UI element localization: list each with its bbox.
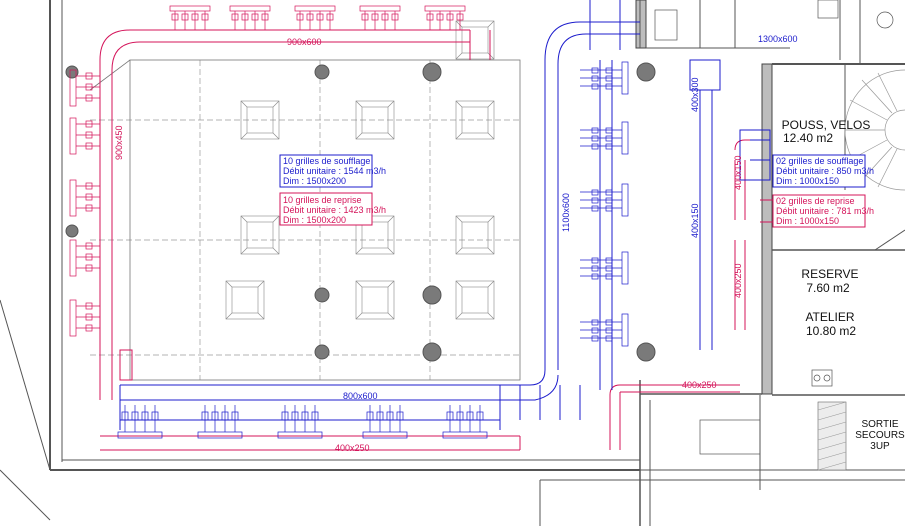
supply-grilles-bottom bbox=[117, 405, 488, 439]
supply-grilles-riser bbox=[580, 61, 629, 347]
exit-label-line-2: SECOURS bbox=[855, 430, 905, 441]
supply-grille bbox=[580, 183, 629, 217]
exit-label-line-1: SORTIE bbox=[861, 419, 898, 430]
supply-ductwork bbox=[119, 0, 771, 430]
room-atelier-name: ATELIER bbox=[805, 310, 854, 324]
column bbox=[636, 342, 656, 362]
column bbox=[422, 342, 442, 362]
return-ductwork bbox=[99, 29, 860, 451]
room-pouss-area: 12.40 m2 bbox=[783, 131, 833, 145]
column bbox=[422, 62, 442, 82]
return-grille bbox=[69, 179, 100, 217]
column bbox=[314, 287, 330, 303]
emergency-exit-hatch bbox=[817, 401, 847, 471]
side-return-line-2: Débit unitaire : 781 m3/h bbox=[776, 206, 874, 216]
exit-label-line-3: 3UP bbox=[870, 441, 890, 452]
return-grille bbox=[69, 239, 100, 277]
structural-columns bbox=[65, 62, 656, 362]
return-grilles-top bbox=[169, 5, 466, 30]
stair-icon bbox=[844, 69, 905, 191]
column bbox=[65, 65, 79, 79]
side-return-line-3: Dim : 1000x150 bbox=[776, 216, 839, 226]
side-supply-info-box: 02 grilles de soufflage Débit unitaire :… bbox=[772, 154, 874, 188]
return-grille bbox=[169, 5, 211, 30]
supply-grille bbox=[117, 405, 163, 439]
equipment-icons bbox=[654, 0, 894, 455]
return-grille bbox=[69, 69, 100, 107]
supply-grille bbox=[277, 405, 323, 439]
column bbox=[314, 64, 330, 80]
duct-label-900x450: 900x450 bbox=[114, 125, 124, 160]
column bbox=[422, 285, 442, 305]
ceiling-pyramid bbox=[455, 20, 495, 60]
room-pouss-name: POUSS, VELOS bbox=[782, 118, 871, 132]
supply-grille bbox=[362, 405, 408, 439]
room-reserve-name: RESERVE bbox=[801, 267, 858, 281]
duct-label-800x600: 800x600 bbox=[343, 391, 378, 401]
return-grille bbox=[69, 299, 100, 337]
return-grille bbox=[294, 5, 336, 30]
ceiling-pyramid bbox=[225, 280, 265, 320]
ceiling-pyramid bbox=[355, 280, 395, 320]
main-supply-line-3: Dim : 1500x200 bbox=[283, 176, 346, 186]
duct-label-1300x600: 1300x600 bbox=[758, 34, 798, 44]
ceiling-pyramid bbox=[455, 215, 495, 255]
supply-grille bbox=[197, 405, 243, 439]
supply-grille bbox=[580, 251, 629, 285]
duct-label-400x300: 400x300 bbox=[690, 77, 700, 112]
side-return-line-1: 02 grilles de reprise bbox=[776, 196, 855, 206]
ceiling-grid bbox=[90, 60, 520, 380]
side-return-info-box: 02 grilles de reprise Débit unitaire : 7… bbox=[772, 194, 874, 228]
duct-label-900x600: 900x600 bbox=[287, 37, 322, 47]
ceiling-pyramid bbox=[240, 215, 280, 255]
hall-outline bbox=[89, 59, 521, 381]
room-atelier-area: 10.80 m2 bbox=[806, 324, 856, 338]
main-return-line-1: 10 grilles de reprise bbox=[283, 195, 362, 205]
supply-grille bbox=[442, 405, 488, 439]
ceiling-pyramid bbox=[355, 100, 395, 140]
return-grille bbox=[229, 5, 271, 30]
column bbox=[636, 62, 656, 82]
ceiling-pyramids bbox=[225, 20, 495, 320]
return-grilles-left bbox=[69, 69, 100, 337]
supply-grille bbox=[580, 61, 629, 95]
column bbox=[65, 224, 79, 238]
column bbox=[314, 344, 330, 360]
ceiling-pyramid bbox=[240, 100, 280, 140]
main-supply-info-box: 10 grilles de soufflage Débit unitaire :… bbox=[279, 154, 386, 188]
supply-grille bbox=[580, 121, 629, 155]
duct-label-400x250-bottom: 400x250 bbox=[335, 443, 370, 453]
duct-label-1100x600: 1100x600 bbox=[561, 193, 571, 232]
ceiling-pyramid bbox=[455, 280, 495, 320]
main-return-line-2: Débit unitaire : 1423 m3/h bbox=[283, 205, 386, 215]
duct-label-400x250-right: 400x250 bbox=[733, 263, 743, 298]
side-supply-line-3: Dim : 1000x150 bbox=[776, 176, 839, 186]
return-grille bbox=[359, 5, 401, 30]
duct-label-400x250-lower: 400x250 bbox=[682, 380, 717, 390]
ceiling-pyramid bbox=[455, 100, 495, 140]
duct-label-400x150-center: 400x150 bbox=[690, 203, 700, 238]
main-supply-line-2: Débit unitaire : 1544 m3/h bbox=[283, 166, 386, 176]
room-reserve-area: 7.60 m2 bbox=[806, 281, 850, 295]
main-return-info-box: 10 grilles de reprise Débit unitaire : 1… bbox=[279, 192, 386, 226]
supply-grille bbox=[580, 313, 629, 347]
return-grille bbox=[69, 117, 100, 155]
duct-label-400x150-right: 400x150 bbox=[733, 155, 743, 190]
side-supply-line-2: Débit unitaire : 850 m3/h bbox=[776, 166, 874, 176]
main-supply-line-1: 10 grilles de soufflage bbox=[283, 156, 370, 166]
side-supply-line-1: 02 grilles de soufflage bbox=[776, 156, 863, 166]
main-return-line-3: Dim : 1500x200 bbox=[283, 215, 346, 225]
return-grille bbox=[424, 5, 466, 30]
